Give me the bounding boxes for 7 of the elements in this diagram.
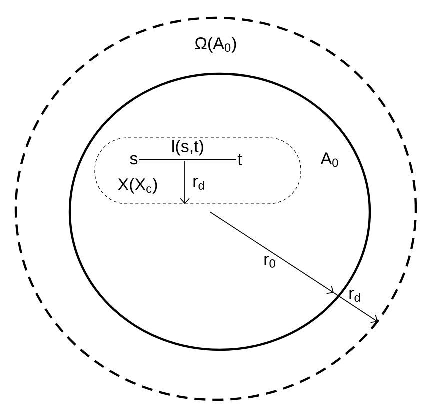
edge-label: l(s,t) [172,140,204,156]
endpoint-label: s [130,155,138,165]
arrow [180,160,190,204]
endpoint-label: t [238,154,242,166]
dimension-label: r$_{d}$ [350,290,360,302]
edge-label: r$_{d}$ [194,178,204,190]
dimension-label: r$_{0}$ [264,256,276,268]
